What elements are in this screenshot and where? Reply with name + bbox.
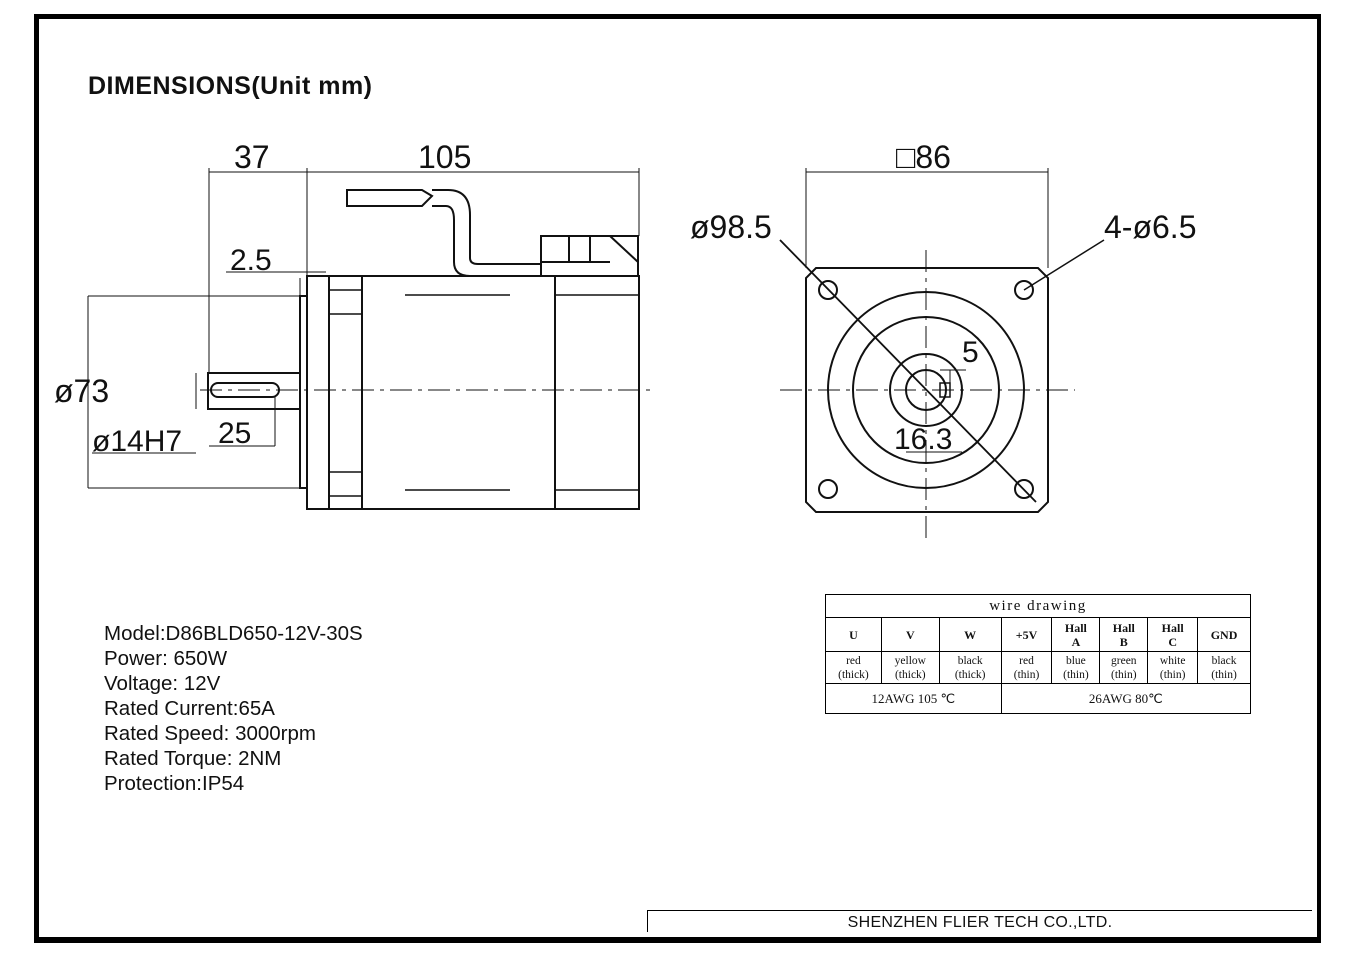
leader-bolt-circle bbox=[779, 239, 1037, 503]
wire-gauge-thin: 26AWG 80℃ bbox=[1000, 683, 1252, 714]
dim-key-length: 25 bbox=[218, 417, 251, 450]
dim-flange-step: 2.5 bbox=[230, 244, 272, 277]
shaft bbox=[207, 372, 301, 410]
company-footer: SHENZHEN FLIER TECH CO.,LTD. bbox=[647, 910, 1312, 932]
dim-key-height: 16.3 bbox=[894, 423, 952, 456]
dim-pilot-diameter: ø73 bbox=[54, 373, 109, 409]
cable-bottom bbox=[432, 205, 541, 277]
spec-power: Power: 650W bbox=[104, 647, 228, 670]
wire-header-cell: U bbox=[825, 617, 882, 652]
pilot bbox=[299, 295, 308, 489]
spec-protection: Protection:IP54 bbox=[104, 772, 245, 795]
flange bbox=[306, 275, 330, 510]
dim-bolt-circle: ø98.5 bbox=[690, 209, 772, 245]
wire-color-cell: red(thick) bbox=[825, 651, 882, 684]
wire-gauge-row: 12AWG 105 ℃ 26AWG 80℃ bbox=[825, 683, 1252, 714]
side-view bbox=[87, 168, 655, 510]
wire-color-cell: red(thin) bbox=[1000, 651, 1053, 684]
spec-model: Model:D86BLD650-12V-30S bbox=[104, 622, 363, 645]
drawing-frame bbox=[34, 14, 1321, 943]
cable-top bbox=[432, 189, 541, 265]
spec-list: Model:D86BLD650-12V-30S Power: 650W Volt… bbox=[104, 621, 363, 796]
wire-gauge-thick: 12AWG 105 ℃ bbox=[825, 683, 1002, 714]
mount-hole-tr bbox=[1014, 280, 1034, 300]
page-title: DIMENSIONS(Unit mm) bbox=[88, 72, 373, 100]
leader-holes bbox=[1023, 239, 1105, 291]
wire-color-cell: green(thin) bbox=[1099, 651, 1149, 684]
dim-shaft-diameter: ø14H7 bbox=[92, 425, 182, 458]
wire-header-cell: W bbox=[938, 617, 1002, 652]
front-view bbox=[779, 168, 1105, 538]
spec-torque: Rated Torque: 2NM bbox=[104, 747, 282, 770]
wire-color-cell: black(thin) bbox=[1197, 651, 1251, 684]
mount-hole-tl bbox=[818, 280, 838, 300]
spec-current: Rated Current:65A bbox=[104, 697, 275, 720]
dim-holes: 4-ø6.5 bbox=[1104, 209, 1196, 245]
spec-speed: Rated Speed: 3000rpm bbox=[104, 722, 316, 745]
wire-header-cell: +5V bbox=[1000, 617, 1053, 652]
wire-header-cell: V bbox=[880, 617, 940, 652]
cable-end bbox=[346, 189, 434, 207]
dim-square: □86 bbox=[896, 139, 951, 175]
dim-key-width: 5 bbox=[962, 336, 979, 369]
wire-header-cell: GND bbox=[1197, 617, 1251, 652]
wire-color-cell: blue(thin) bbox=[1051, 651, 1101, 684]
wire-color-row: red(thick) yellow(thick) black(thick) re… bbox=[825, 651, 1251, 684]
wire-color-cell: black(thick) bbox=[938, 651, 1002, 684]
mount-hole-bl bbox=[818, 479, 838, 499]
front-flange-square bbox=[805, 267, 1049, 513]
wire-color-cell: yellow(thick) bbox=[880, 651, 940, 684]
mount-hole-br bbox=[1014, 479, 1034, 499]
spec-voltage: Voltage: 12V bbox=[104, 672, 221, 695]
dim-shaft-length: 37 bbox=[234, 139, 270, 175]
dim-body-length: 105 bbox=[418, 139, 471, 175]
motor-body bbox=[328, 275, 640, 510]
wire-color-cell: white(thin) bbox=[1147, 651, 1199, 684]
wire-table-caption: wire drawing bbox=[825, 594, 1251, 618]
shaft-key bbox=[210, 382, 280, 398]
